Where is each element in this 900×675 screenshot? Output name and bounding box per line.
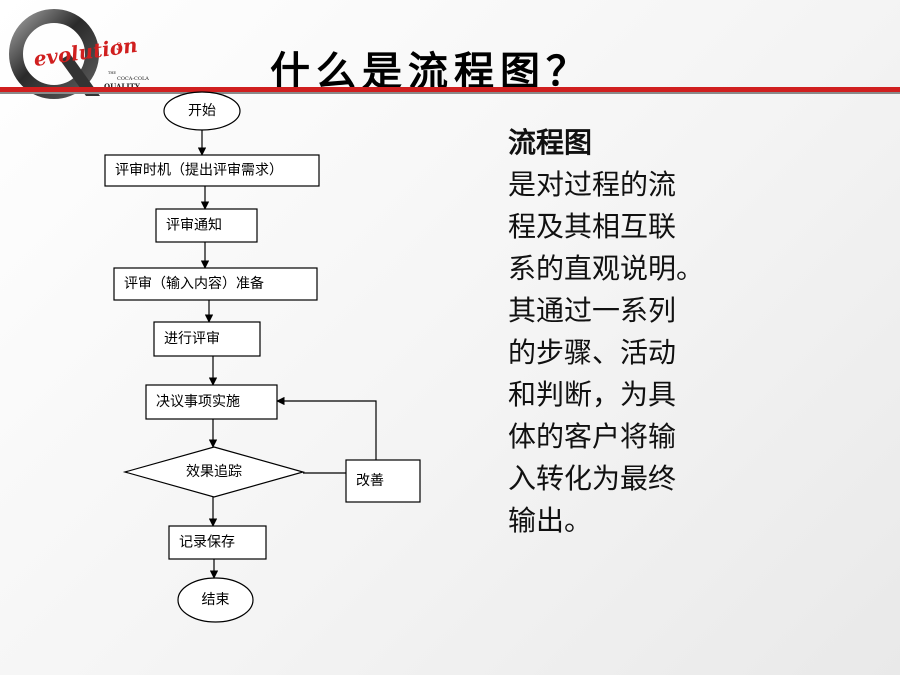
node-record-label: 记录保存: [179, 535, 235, 551]
description-line: 体的客户将输: [508, 420, 677, 453]
node-track-shape: [122, 446, 306, 498]
description-line: 程及其相互联: [508, 210, 677, 243]
node-end-shape: [177, 577, 254, 623]
node-start-shape: [163, 91, 241, 131]
node-start-label: 开始: [188, 103, 216, 119]
node-end: 结束: [177, 577, 254, 623]
node-improve-label: 改善: [356, 473, 384, 489]
description-panel: 流程图 是对过程的流程及其相互联系的直观说明。其通过一系列的步骤、活动和判断，为…: [508, 122, 748, 542]
logo-the: THE: [108, 71, 116, 75]
node-implement-label: 决议事项实施: [156, 394, 240, 410]
description-line: 的步骤、活动: [508, 336, 677, 369]
description-line: 输出。: [508, 504, 593, 537]
description-line: 是对过程的流: [508, 168, 677, 201]
node-prepare-shape: [113, 267, 318, 301]
header-rule-grey: [0, 92, 900, 94]
node-notice: 评审通知: [155, 208, 258, 243]
node-prepare-label: 评审（输入内容）准备: [124, 275, 264, 292]
node-implement-shape: [145, 384, 278, 420]
node-notice-shape: [155, 208, 258, 243]
node-track-label: 效果追踪: [186, 464, 242, 480]
node-improve-shape: [345, 459, 421, 503]
node-timing-label: 评审时机（提出评审需求）: [115, 163, 283, 179]
edge-improve-implement: [276, 396, 377, 460]
node-start: 开始: [163, 91, 241, 131]
description-line: 其通过一系列: [508, 294, 677, 327]
node-review-label: 进行评审: [164, 331, 220, 347]
logo-superscript: 3: [116, 42, 122, 53]
description-line: 和判断，为具: [508, 378, 677, 411]
node-record: 记录保存: [168, 525, 267, 560]
node-review-shape: [153, 321, 261, 357]
description-body: 是对过程的流程及其相互联系的直观说明。其通过一系列的步骤、活动和判断，为具体的客…: [508, 164, 748, 542]
node-prepare: 评审（输入内容）准备: [113, 267, 318, 301]
header-rule-red: [0, 87, 900, 92]
node-record-shape: [168, 525, 267, 560]
node-implement: 决议事项实施: [145, 384, 278, 420]
node-timing: 评审时机（提出评审需求）: [104, 154, 320, 187]
logo-brand: COCA-COLA: [117, 76, 149, 82]
logo-quality: QUALITY: [104, 82, 141, 91]
node-review: 进行评审: [153, 321, 261, 357]
node-notice-label: 评审通知: [166, 217, 222, 234]
node-end-label: 结束: [202, 592, 230, 608]
node-improve: 改善: [345, 459, 421, 503]
description-line: 入转化为最终: [508, 462, 677, 495]
description-heading: 流程图: [508, 126, 593, 159]
node-timing-shape: [104, 154, 320, 187]
description-line: 系的直观说明。: [508, 252, 705, 285]
node-track: 效果追踪: [122, 446, 306, 498]
